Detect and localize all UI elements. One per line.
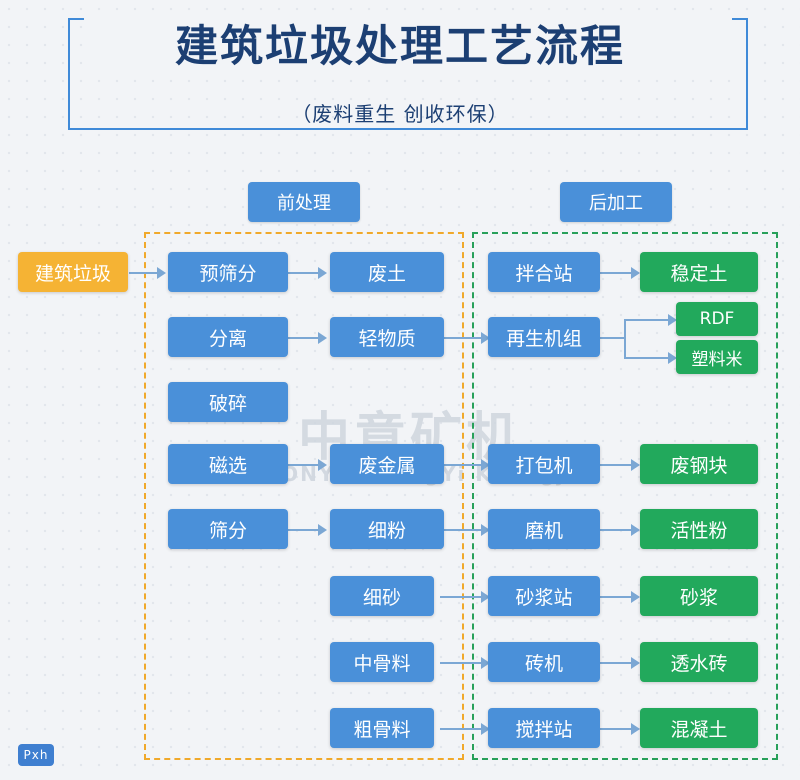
page-title: 建筑垃圾处理工艺流程 <box>175 22 625 72</box>
node-product-mortar[interactable]: 砂浆 <box>640 576 758 616</box>
header-frame-mask <box>84 18 732 78</box>
connector-line <box>288 337 320 339</box>
node-mid-scrap-metal[interactable]: 废金属 <box>330 444 444 484</box>
node-post-stirring-station[interactable]: 搅拌站 <box>488 708 600 748</box>
connector-line <box>600 272 634 274</box>
node-post-baler[interactable]: 打包机 <box>488 444 600 484</box>
connector-line <box>444 464 484 466</box>
connector-arrow <box>668 314 677 326</box>
connector-arrow <box>668 352 677 364</box>
node-post-brick-machine[interactable]: 砖机 <box>488 642 600 682</box>
connector-arrow <box>481 723 490 735</box>
connector-arrow <box>481 657 490 669</box>
group-box-postprocessing <box>472 232 778 760</box>
connector-line <box>600 728 634 730</box>
node-mid-waste-soil[interactable]: 废土 <box>330 252 444 292</box>
connector-arrow <box>631 524 640 536</box>
connector-arrow <box>318 267 327 279</box>
node-pre-presieving[interactable]: 预筛分 <box>168 252 288 292</box>
connector-line <box>624 319 672 321</box>
group-box-pretreatment <box>144 232 464 760</box>
node-product-stabilized-soil[interactable]: 稳定土 <box>640 252 758 292</box>
group-label-pretreatment: 前处理 <box>248 182 360 222</box>
connector-arrow <box>631 267 640 279</box>
connector-line <box>624 320 626 358</box>
connector-arrow <box>631 657 640 669</box>
connector-line <box>440 728 484 730</box>
connector-arrow <box>481 591 490 603</box>
connector-line <box>288 464 320 466</box>
node-pre-magnetic-separation[interactable]: 磁选 <box>168 444 288 484</box>
connector-line <box>440 596 484 598</box>
node-post-mixing-station[interactable]: 拌合站 <box>488 252 600 292</box>
connector-arrow <box>318 332 327 344</box>
node-mid-light-material[interactable]: 轻物质 <box>330 317 444 357</box>
node-pre-screening[interactable]: 筛分 <box>168 509 288 549</box>
connector-arrow <box>631 591 640 603</box>
node-product-active-powder[interactable]: 活性粉 <box>640 509 758 549</box>
connector-line <box>600 596 634 598</box>
connector-line <box>600 337 624 339</box>
connector-arrow <box>481 459 490 471</box>
node-mid-medium-aggregate[interactable]: 中骨料 <box>330 642 434 682</box>
node-post-grinder[interactable]: 磨机 <box>488 509 600 549</box>
connector-line <box>600 464 634 466</box>
node-product-plastic-pellets[interactable]: 塑料米 <box>676 340 758 374</box>
node-product-scrap-steel-block[interactable]: 废钢块 <box>640 444 758 484</box>
connector-arrow <box>631 459 640 471</box>
connector-line <box>444 337 484 339</box>
connector-line <box>288 272 320 274</box>
group-label-postprocessing: 后加工 <box>560 182 672 222</box>
page-subtitle: （废料重生 创收环保） <box>291 102 509 126</box>
logo-badge: Pxh <box>18 744 54 766</box>
connector-arrow <box>318 524 327 536</box>
connector-arrow <box>481 524 490 536</box>
node-mid-fine-sand[interactable]: 细砂 <box>330 576 434 616</box>
connector-arrow <box>481 332 490 344</box>
connector-line <box>444 529 484 531</box>
connector-line <box>624 357 672 359</box>
connector-arrow <box>157 267 166 279</box>
connector-line <box>600 529 634 531</box>
node-mid-coarse-aggregate[interactable]: 粗骨料 <box>330 708 434 748</box>
node-product-permeable-brick[interactable]: 透水砖 <box>640 642 758 682</box>
node-product-concrete[interactable]: 混凝土 <box>640 708 758 748</box>
connector-arrow <box>631 723 640 735</box>
connector-line <box>288 529 320 531</box>
node-pre-separation[interactable]: 分离 <box>168 317 288 357</box>
node-post-recycling-unit[interactable]: 再生机组 <box>488 317 600 357</box>
node-post-mortar-station[interactable]: 砂浆站 <box>488 576 600 616</box>
node-source-construction-waste[interactable]: 建筑垃圾 <box>18 252 128 292</box>
node-product-rdf[interactable]: RDF <box>676 302 758 336</box>
node-pre-crushing[interactable]: 破碎 <box>168 382 288 422</box>
connector-arrow <box>318 459 327 471</box>
node-mid-fine-powder[interactable]: 细粉 <box>330 509 444 549</box>
connector-line <box>440 662 484 664</box>
connector-line <box>129 272 159 274</box>
connector-line <box>600 662 634 664</box>
